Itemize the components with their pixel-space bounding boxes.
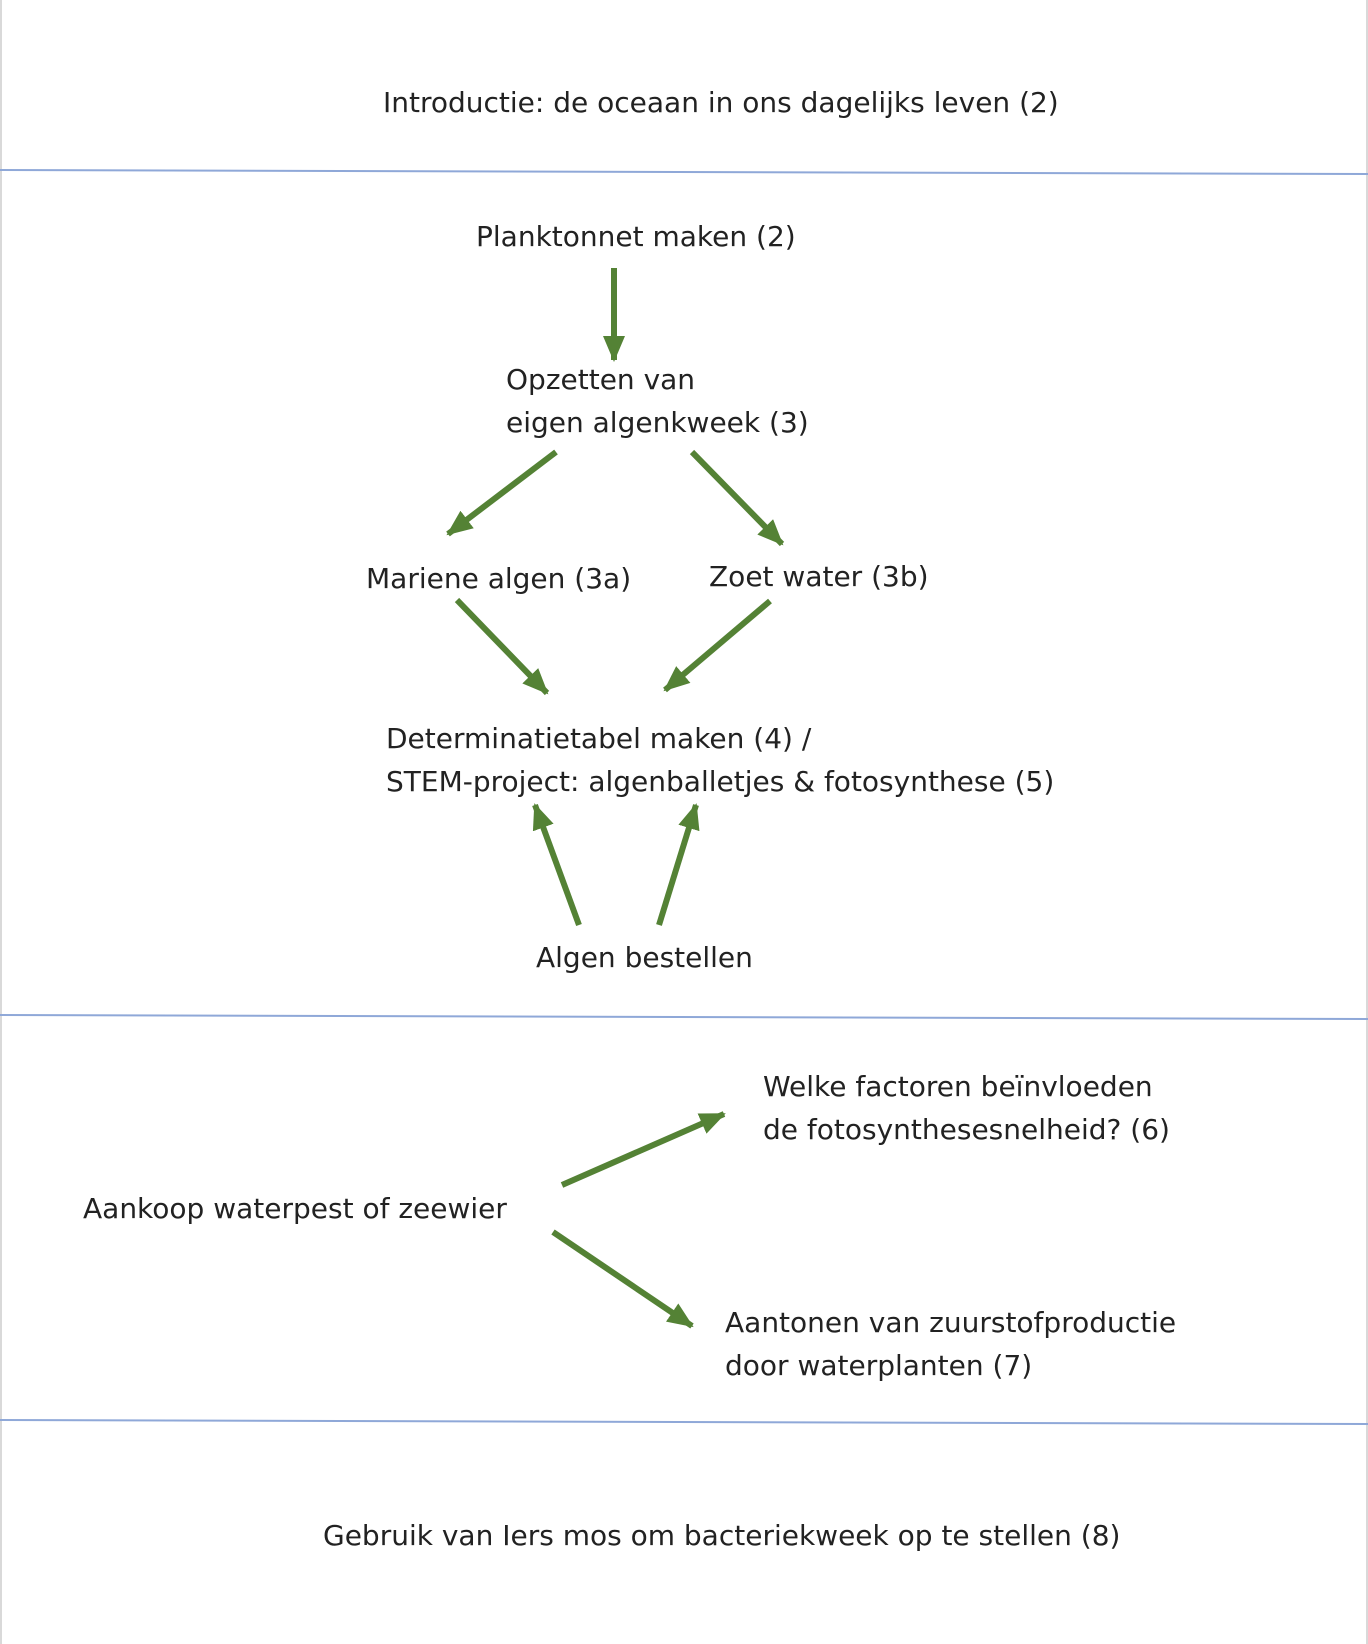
arrow-mariene-algen-to-determinatie [454,597,550,696]
zuurstof-label: Aantonen van zuurstofproductie door wate… [725,1301,1176,1387]
arrow-algen-bestellen-to-determinatie-right [656,803,700,926]
arrow-aankoop-to-factoren [560,1111,726,1188]
arrow-aankoop-to-zuurstof [551,1229,694,1329]
arrow-zoet-water-to-determinatie [663,598,772,693]
zoet-water-label: Zoet water (3b) [709,560,929,593]
arrow-algen-bestellen-to-determinatie-left [532,803,582,927]
mariene-algen-label: Mariene algen (3a) [366,562,632,595]
factoren-line-2: de fotosynthesesnelheid? (6) [763,1113,1170,1146]
intro-label: Introductie: de oceaan in ons dagelijks … [383,86,1059,119]
right-frame-edge [1366,0,1368,1644]
determinatie-line-1: Determinatietabel maken (4) / [386,722,812,755]
determinatie-line-2: STEM-project: algenballetjes & fotosynth… [386,765,1055,798]
planktonnet-label: Planktonnet maken (2) [476,220,796,253]
algenkweek-label: Opzetten van eigen algenkweek (3) [506,358,809,444]
zuurstof-line-2: door waterplanten (7) [725,1349,1033,1382]
factoren-line-1: Welke factoren beïnvloeden [763,1070,1153,1103]
aankoop-label: Aankoop waterpest of zeewier [83,1192,507,1225]
bacterie-label: Gebruik van Iers mos om bacteriekweek op… [323,1519,1121,1552]
determinatie-label: Determinatietabel maken (4) / STEM-proje… [386,717,1054,803]
section-divider-1 [0,169,1368,175]
left-frame-edge [0,0,2,1644]
section-divider-2 [0,1014,1368,1020]
section-divider-3 [0,1419,1368,1425]
arrow-algenkweek-to-zoet-water [689,449,785,547]
algenkweek-line-2: eigen algenkweek (3) [506,406,809,439]
algen-bestellen-label: Algen bestellen [536,941,753,974]
algenkweek-line-1: Opzetten van [506,363,696,396]
arrow-algenkweek-to-mariene-algen [446,449,558,537]
zuurstof-line-1: Aantonen van zuurstofproductie [725,1306,1177,1339]
factoren-label: Welke factoren beïnvloeden de fotosynthe… [763,1065,1170,1151]
